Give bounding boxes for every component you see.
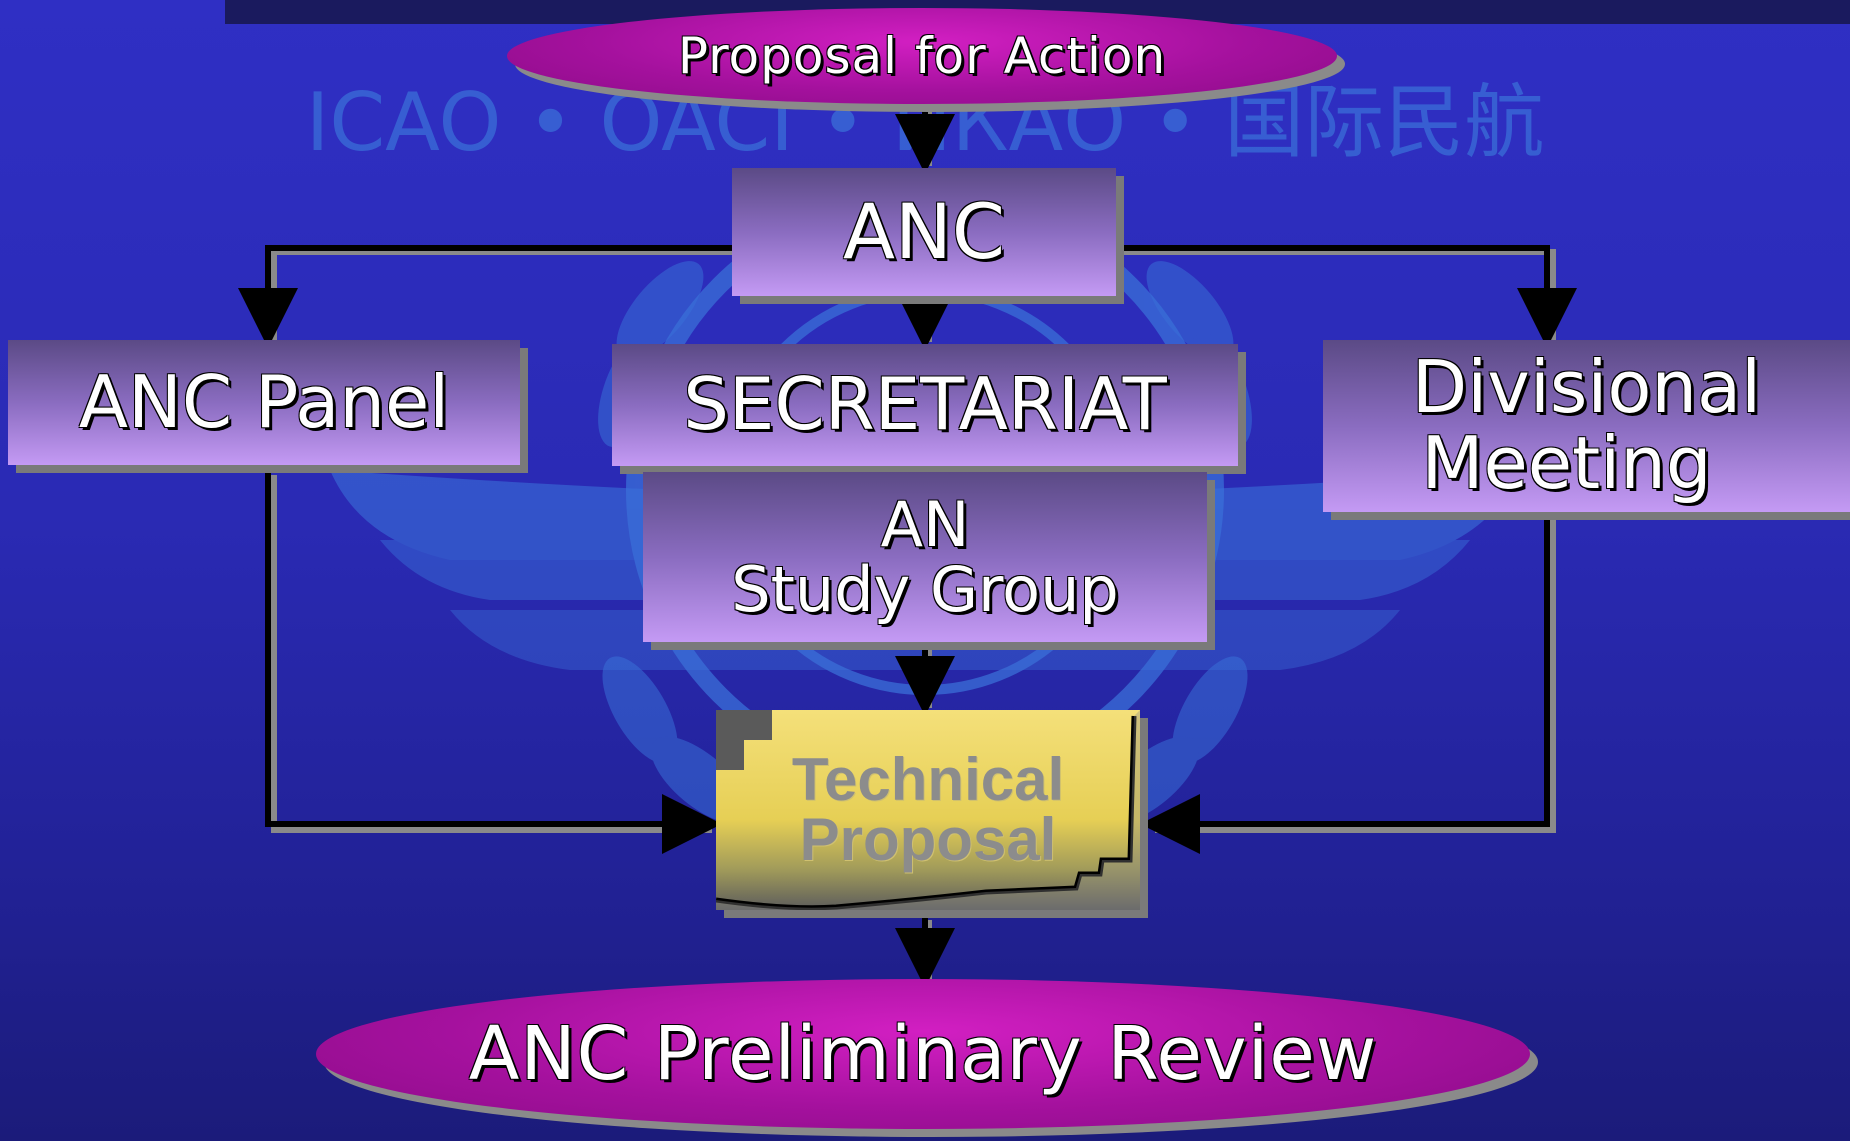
secretariat-node: SECRETARIAT (612, 344, 1238, 466)
document-edge-icon (716, 710, 1140, 910)
proposal-for-action-node: Proposal for Action (507, 8, 1337, 104)
study-group-label-line2: Study Group (731, 553, 1119, 626)
anc-panel-node: ANC Panel (8, 340, 520, 465)
review-label: ANC Preliminary Review (468, 1011, 1378, 1097)
arrow-panel-to-technical (265, 471, 722, 854)
technical-label-line2: Proposal (799, 806, 1057, 873)
anc-preliminary-review-node: ANC Preliminary Review (316, 979, 1530, 1129)
study-group-label-line1: AN (880, 487, 970, 561)
an-study-group-node: AN Study Group (643, 472, 1207, 642)
proposal-label: Proposal for Action (677, 27, 1167, 85)
divisional-label-line1: Divisional (1411, 345, 1762, 430)
anc-label: ANC (843, 187, 1005, 277)
divisional-meeting-node: Divisional Meeting (1323, 340, 1850, 512)
arrow-divisional-to-technical (1140, 514, 1550, 854)
technical-proposal-text: Technical Proposal (792, 750, 1064, 870)
arrow-anc-to-divisional (1116, 245, 1577, 348)
technical-label-line1: Technical (791, 746, 1065, 813)
secretariat-label: SECRETARIAT (683, 362, 1167, 447)
divisional-label-line2: Meeting (1421, 421, 1712, 505)
arrow-anc-to-panel (238, 245, 733, 348)
anc-panel-label: ANC Panel (78, 359, 450, 444)
technical-proposal-node: Technical Proposal (716, 710, 1140, 910)
anc-node: ANC (732, 168, 1116, 296)
